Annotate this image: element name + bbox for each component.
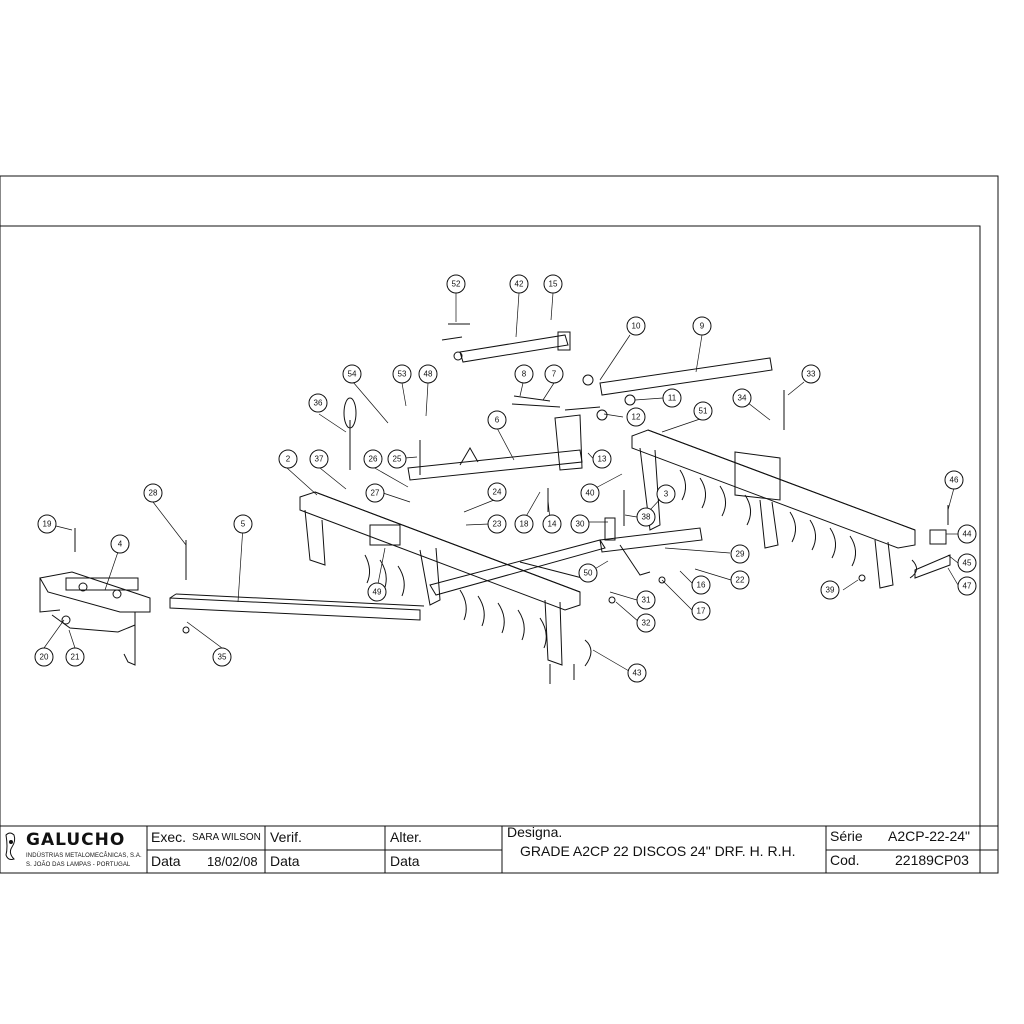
data-label-3: Data <box>390 853 420 869</box>
callout-number: 48 <box>424 370 433 379</box>
callout-number: 3 <box>664 490 669 499</box>
callout-number: 39 <box>826 586 835 595</box>
callout-number: 6 <box>495 416 500 425</box>
verif-label: Verif. <box>270 829 302 845</box>
callout-number: 14 <box>548 520 557 529</box>
hydraulic-cylinder <box>441 323 571 363</box>
callout-number: 47 <box>963 582 972 591</box>
callout-number: 33 <box>807 370 816 379</box>
callout-number: 52 <box>452 280 461 289</box>
callout-leaders <box>43 292 959 672</box>
designa-label: Designa. <box>507 824 563 840</box>
callout-number: 28 <box>149 489 158 498</box>
callout-number: 27 <box>371 489 380 498</box>
callout-number: 7 <box>552 370 557 379</box>
designa-value: GRADE A2CP 22 DISCOS 24" DRF. H. R.H. <box>520 843 796 859</box>
data-value-1: 18/02/08 <box>207 854 258 869</box>
callout-number: 22 <box>736 576 745 585</box>
callout-number: 36 <box>314 399 323 408</box>
callout-number: 11 <box>668 394 677 403</box>
callout-number: 24 <box>493 488 502 497</box>
main-beam-left <box>299 491 581 666</box>
callout-number: 32 <box>642 619 651 628</box>
cod-label: Cod. <box>830 852 860 868</box>
callout-number: 26 <box>369 455 378 464</box>
callout-number: 46 <box>950 476 959 485</box>
callout-number: 2 <box>286 455 291 464</box>
cod-value: 22189CP03 <box>895 852 969 868</box>
diagonal-brace <box>429 539 606 596</box>
callout-number: 8 <box>522 370 527 379</box>
callout-number: 43 <box>633 669 642 678</box>
serie-label: Série <box>830 828 863 844</box>
callout-numbers: 52 42 15 10 9 8 7 54 53 48 11 6 12 34 33… <box>40 280 972 678</box>
loose-parts <box>61 390 951 684</box>
callout-number: 49 <box>373 588 382 597</box>
callout-number: 38 <box>642 513 651 522</box>
data-label-1: Data <box>151 853 181 869</box>
callout-number: 50 <box>584 569 593 578</box>
callout-number: 25 <box>393 455 402 464</box>
callout-number: 44 <box>963 530 972 539</box>
main-beam-right <box>631 429 916 589</box>
hitch-frame <box>39 571 151 666</box>
callout-number: 13 <box>598 455 607 464</box>
callout-number: 21 <box>71 653 80 662</box>
sheet-border <box>0 175 999 874</box>
callout-number: 4 <box>118 540 123 549</box>
callout-number: 5 <box>241 520 246 529</box>
callout-number: 35 <box>218 653 227 662</box>
alter-label: Alter. <box>390 829 422 845</box>
company-line2: S. JOÃO DAS LAMPAS - PORTUGAL <box>26 862 131 868</box>
callout-number: 31 <box>642 596 651 605</box>
exec-value: SARA WILSON <box>192 832 261 843</box>
callout-number: 16 <box>697 581 706 590</box>
callout-number: 45 <box>963 559 972 568</box>
callout-number: 12 <box>632 413 641 422</box>
callout-number: 30 <box>576 520 585 529</box>
callout-number: 29 <box>736 550 745 559</box>
callout-number: 20 <box>40 653 49 662</box>
logo-emblem-icon <box>5 832 16 860</box>
callout-number: 19 <box>43 520 52 529</box>
callout-number: 17 <box>697 607 706 616</box>
callout-number: 34 <box>738 394 747 403</box>
data-label-2: Data <box>270 853 300 869</box>
callout-number: 15 <box>549 280 558 289</box>
callout-number: 40 <box>586 489 595 498</box>
callout-number: 18 <box>520 520 529 529</box>
exploded-view-drawing <box>39 323 951 684</box>
callout-number: 51 <box>699 407 708 416</box>
serie-value: A2CP-22-24" <box>888 828 971 844</box>
callout-number: 54 <box>348 370 357 379</box>
cross-bar <box>599 517 703 576</box>
discs-left <box>364 554 592 667</box>
callout-number: 37 <box>315 455 324 464</box>
callout-number: 9 <box>700 322 705 331</box>
callout-number: 10 <box>632 322 641 331</box>
company-name: GALUCHO <box>26 830 126 850</box>
drawbar <box>169 593 425 621</box>
callout-bubbles <box>34 274 977 683</box>
title-block-grid <box>0 825 998 873</box>
callout-number: 53 <box>398 370 407 379</box>
callout-number: 23 <box>493 520 502 529</box>
exec-label: Exec. <box>151 829 187 845</box>
company-line1: INDÚSTRIAS METALOMECÂNICAS, S.A. <box>26 853 142 859</box>
mast-frame <box>407 403 601 481</box>
callout-number: 42 <box>515 280 524 289</box>
